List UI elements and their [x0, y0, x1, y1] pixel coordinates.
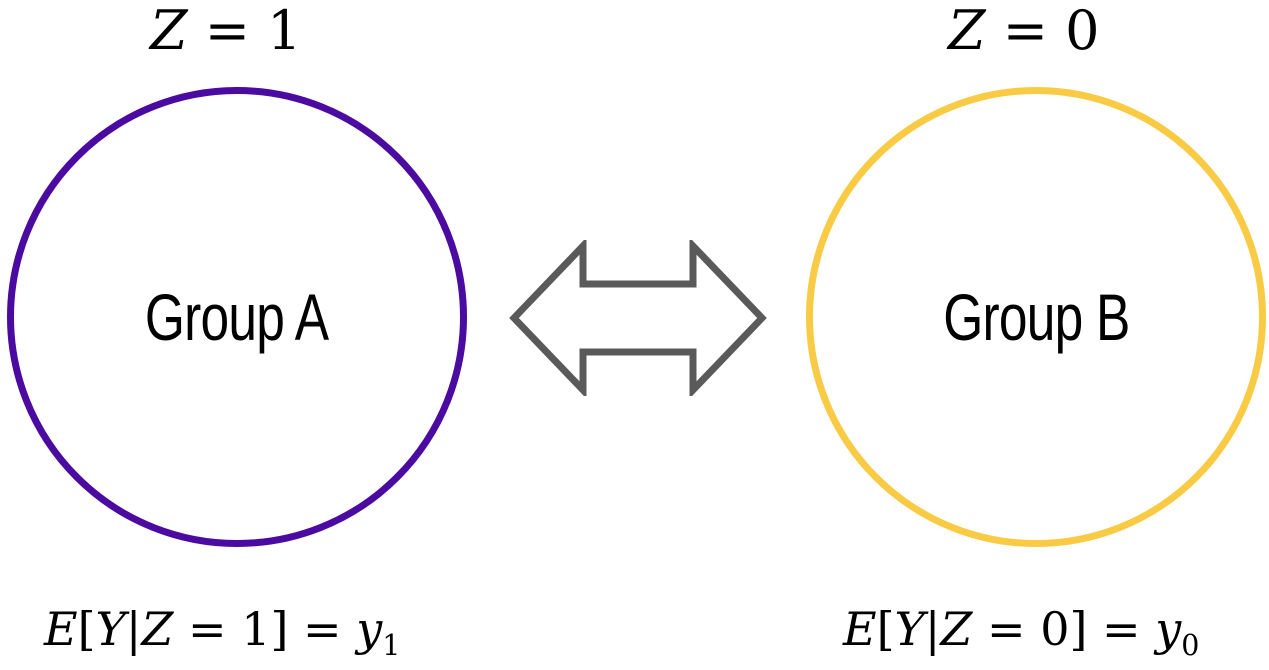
group-a-label: Group A [145, 280, 329, 354]
expectation-group-b: E[Y|Z = 0] = y0 [843, 606, 1199, 660]
result-variable: y [1155, 602, 1182, 656]
group-b-circle: Group B [806, 87, 1266, 547]
z-value: 0 [1065, 0, 1100, 62]
e-symbol: E [44, 602, 78, 656]
open-bracket: [ [77, 602, 96, 656]
given-bar: | [924, 602, 941, 656]
z-label-group-b: Z = 0 [948, 4, 1099, 58]
z-variable: Z [141, 602, 174, 656]
result-subscript: 1 [382, 628, 401, 662]
e-symbol: E [843, 602, 877, 656]
close-bracket-equals: ] = [270, 602, 357, 656]
z-value: 1 [241, 602, 271, 656]
z-variable: Z [940, 602, 973, 656]
y-variable: Y [95, 602, 126, 656]
equals-sign: = [972, 602, 1041, 656]
expectation-group-a: E[Y|Z = 1] = y1 [44, 606, 400, 660]
result-variable: y [356, 602, 383, 656]
group-b-label: Group B [942, 280, 1130, 354]
equals-sign: = [985, 0, 1066, 62]
double-headed-arrow-icon [509, 240, 767, 396]
z-value: 1 [267, 0, 302, 62]
z-label-group-a: Z = 1 [150, 4, 301, 58]
equals-sign: = [173, 602, 242, 656]
z-value: 0 [1040, 602, 1070, 656]
given-bar: | [125, 602, 142, 656]
open-bracket: [ [876, 602, 895, 656]
z-variable: Z [948, 0, 986, 62]
y-variable: Y [894, 602, 925, 656]
z-variable: Z [150, 0, 188, 62]
result-subscript: 0 [1181, 628, 1200, 662]
equals-sign: = [187, 0, 268, 62]
group-a-circle: Group A [7, 87, 467, 547]
close-bracket-equals: ] = [1069, 602, 1156, 656]
